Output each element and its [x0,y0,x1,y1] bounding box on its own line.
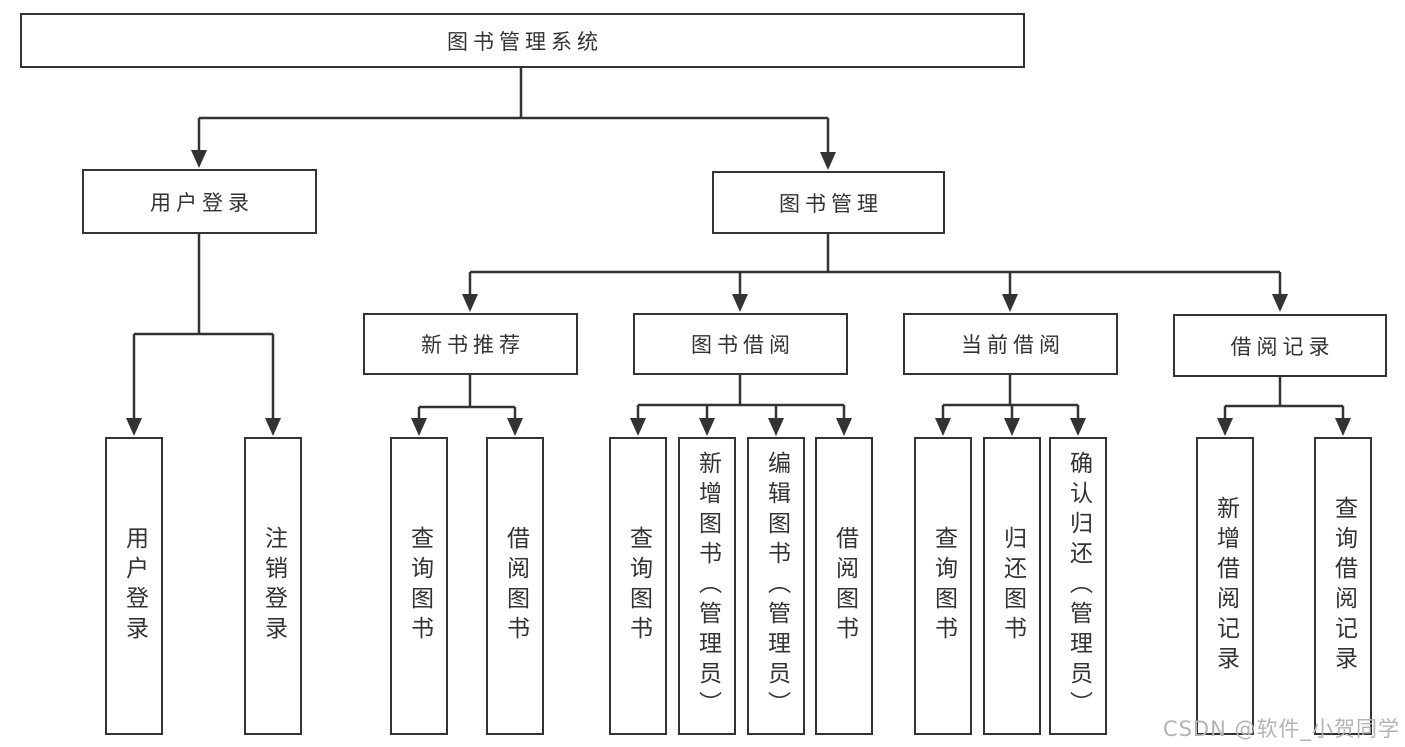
leaf-add-books-admin: 新增图书（管理员） [678,437,736,735]
node-label: 借阅图书 [502,526,529,646]
leaf-query-books: 查询图书 [914,437,972,735]
node-label: 用户登录 [121,526,148,646]
leaf-return-books: 归还图书 [983,437,1041,735]
node-new-book-recommend: 新书推荐 [363,313,578,375]
node-user-login: 用户登录 [82,169,317,234]
connector-lines [132,68,1345,418]
node-label: 图书借阅 [691,333,795,357]
node-label: 编辑图书（管理员） [763,451,790,721]
arrowhead-icons [126,150,1351,436]
leaf-logout: 注销登录 [244,437,302,735]
node-label: 确认归还（管理员） [1065,451,1092,721]
leaf-user-login: 用户登录 [105,437,163,735]
node-label: 注销登录 [260,526,287,646]
node-label: 新增图书（管理员） [694,451,721,721]
leaf-query-books: 查询图书 [390,437,448,735]
leaf-query-books: 查询图书 [609,437,667,735]
node-current-borrow: 当前借阅 [903,313,1118,375]
node-label: 归还图书 [999,526,1026,646]
leaf-query-borrow-record: 查询借阅记录 [1314,437,1372,735]
leaf-edit-books-admin: 编辑图书（管理员） [747,437,805,735]
node-label: 借阅图书 [831,526,858,646]
node-label: 用户登录 [150,190,254,215]
node-root: 图书管理系统 [20,13,1025,68]
node-label: 查询图书 [930,526,957,646]
node-label: 借阅记录 [1230,334,1335,359]
leaf-confirm-return-admin: 确认归还（管理员） [1049,437,1107,735]
node-borrow-records: 借阅记录 [1173,314,1387,377]
leaf-borrow-books: 借阅图书 [815,437,873,735]
node-label: 查询借阅记录 [1330,496,1357,676]
node-label: 当前借阅 [961,333,1065,357]
leaf-add-borrow-record: 新增借阅记录 [1196,437,1254,735]
node-label: 新增借阅记录 [1212,496,1239,676]
node-label: 新书推荐 [421,333,525,357]
node-book-borrow: 图书借阅 [633,313,848,375]
node-book-management: 图书管理 [712,171,945,234]
node-label: 图书管理 [779,191,883,216]
node-label: 图书管理系统 [447,29,603,54]
node-label: 查询图书 [625,526,652,646]
leaf-borrow-books: 借阅图书 [486,437,544,735]
node-label: 查询图书 [406,526,433,646]
